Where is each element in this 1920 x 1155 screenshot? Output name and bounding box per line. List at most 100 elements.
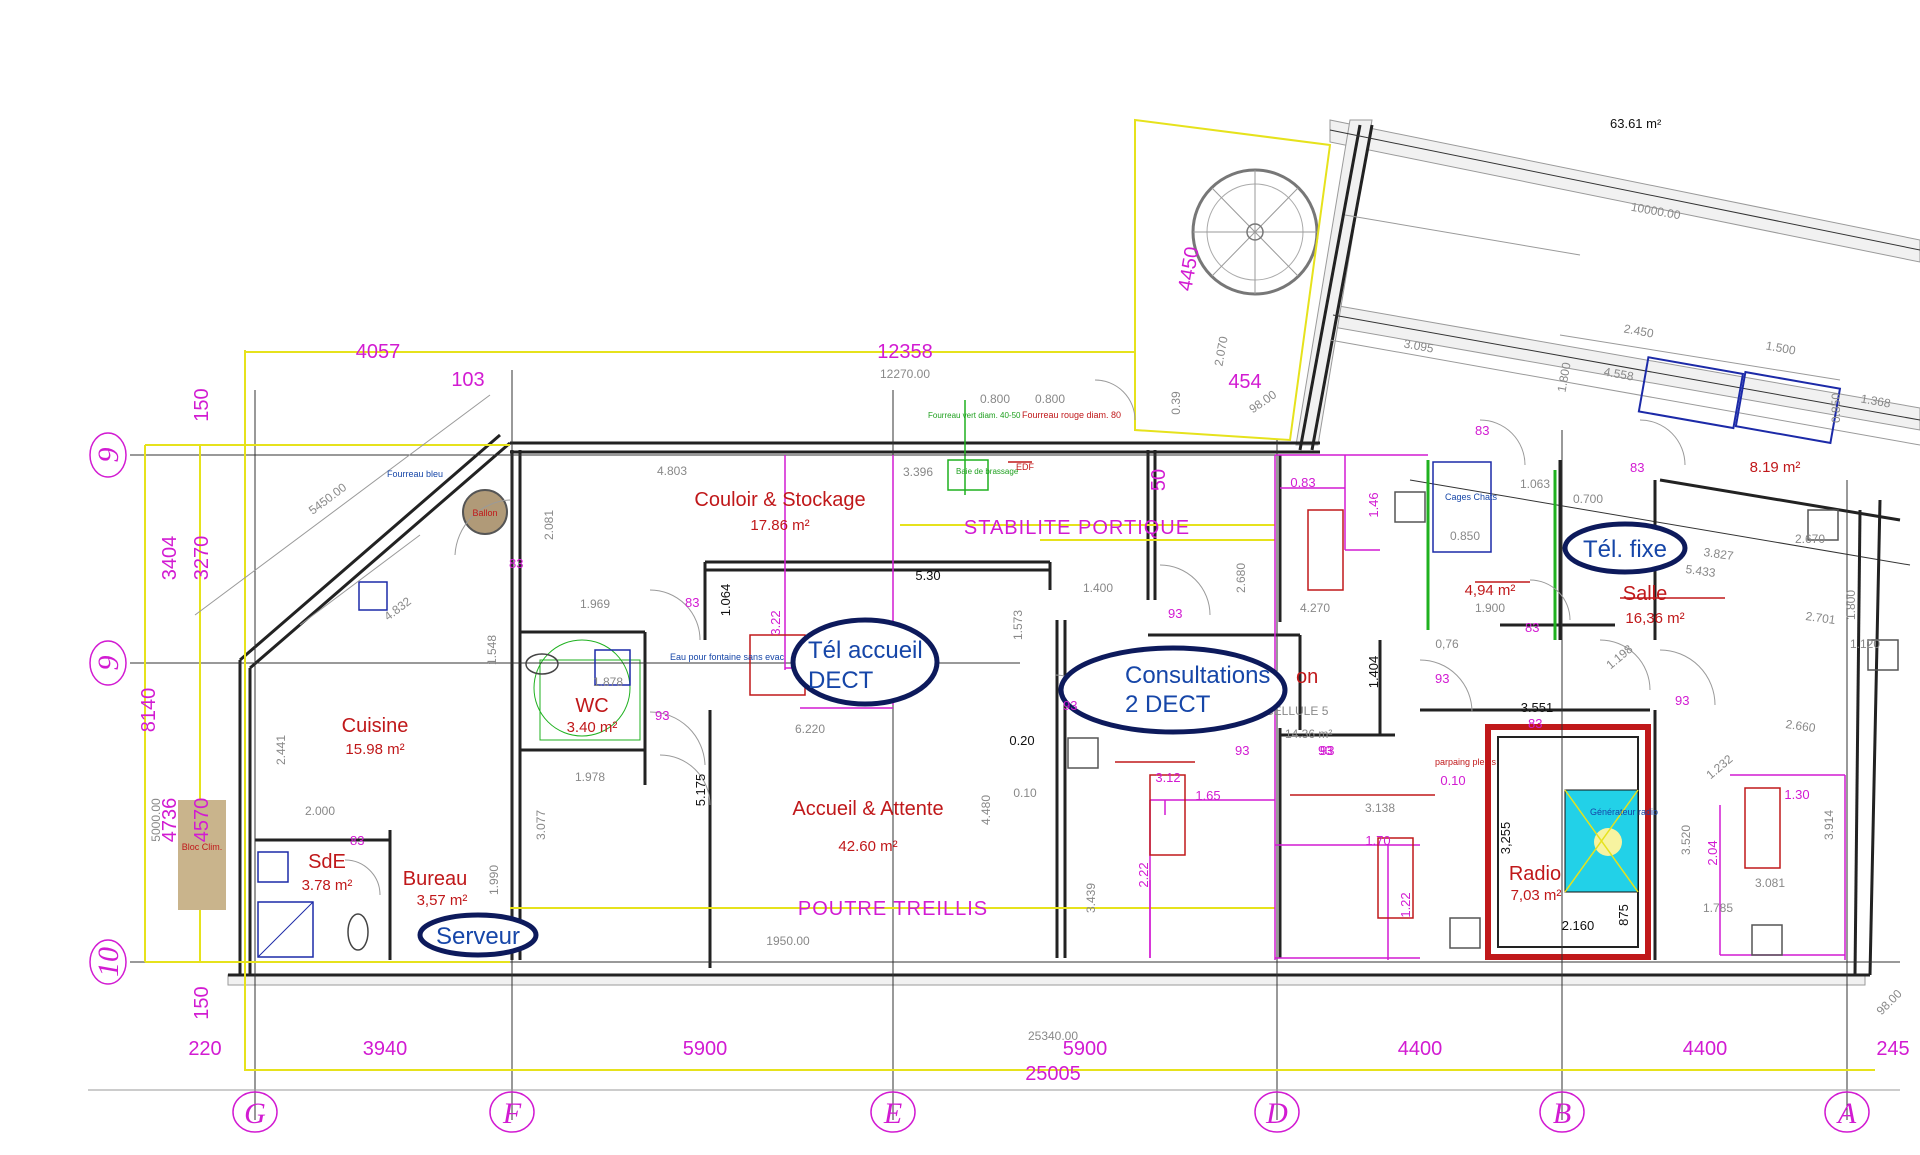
room-bureau-name: Bureau [403,868,468,890]
dim-1573: 1.573 [1011,610,1025,640]
door-tag: 93 [1320,743,1334,758]
door-tag: 93 [1063,698,1077,713]
dim-3551: 3.551 [1521,700,1554,715]
dim-5000: 5000.00 [149,798,163,842]
upper-wall-hatch [1329,119,1920,263]
door-tag: 93 [1318,743,1332,758]
mag-dim-170: 1.70 [1365,833,1390,848]
callout-consultations: Consultations 2 DECT [1058,645,1288,735]
dim-0850b: 0.850 [1829,393,1843,423]
room-wc-area: 3.40 m² [567,719,618,736]
dim-3081: 3.081 [1755,876,1785,890]
label-header-area: 63.61 m² [1610,116,1662,131]
dim-1950: 1950.00 [766,934,810,948]
label-generateur-radio: Générateur radio [1590,807,1658,817]
dim-1120: 1.120 [1850,637,1880,651]
dim-1878: 1.878 [593,675,623,689]
dim-076: 0,76 [1435,637,1459,651]
dim-5433: 5.433 [1685,562,1717,580]
room-couloir-area: 17.86 m² [750,517,809,534]
mag-dim-875: 875 [1616,904,1631,926]
dim-3396: 3.396 [903,465,933,479]
dim-25005: 25005 [1025,1063,1081,1085]
dim-4803: 4.803 [657,464,687,478]
mag-dim-130: 1.30 [1784,787,1809,802]
room-cages-name: Cages Chats [1445,492,1498,502]
dim-1064: 1.064 [718,584,733,617]
dim-2441: 2.441 [274,735,288,765]
callout-tel-accueil: Tél accueil DECT [790,617,940,707]
radio-room [1485,724,1651,960]
dim-2450: 2.450 [1623,322,1655,341]
dim-6220: 6.220 [795,722,825,736]
dim-454: 454 [1228,371,1261,393]
dim-245: 245 [1876,1038,1909,1060]
label-cellule-area: 14.36 m² [1285,727,1332,741]
axis-label-g: G [244,1097,266,1130]
axis-label-a: A [1836,1097,1857,1130]
spiral-staircase [1191,168,1319,296]
door-tag: 83 [685,595,699,610]
axis-label-e: E [883,1097,902,1130]
dim-3077: 3.077 [534,810,548,840]
dim-4736: 4736 [159,798,181,843]
dim-3520: 3.520 [1679,825,1693,855]
dim-3914: 3.914 [1822,810,1836,840]
dim-4400-a: 4400 [1398,1038,1443,1060]
dim-1548: 1.548 [485,635,499,665]
door-tag: 93 [1235,743,1249,758]
room-cuisine-area: 15.98 m² [345,741,404,758]
label-consultation-partial: on [1296,666,1318,688]
door-tag: 83 [509,556,523,571]
label-baie-brassage: Baie de brassage [956,467,1019,476]
dim-1969: 1.969 [580,597,610,611]
interior-walls [255,450,1657,968]
axis-label-9-top: 9 [92,448,125,463]
callout-tel-fixe-line1: Tél. fixe [1583,536,1667,563]
upper-right-wing [1295,119,1920,566]
dim-039: 0.39 [1169,391,1183,415]
dim-0800-b: 0.800 [1035,392,1065,406]
dim-1990: 1.990 [487,865,501,895]
dim-150-bottom: 150 [191,986,213,1019]
dim-150-top: 150 [191,388,213,421]
dim-4400-b: 4400 [1683,1038,1728,1060]
dim-2670: 2.670 [1795,532,1825,546]
dim-4480: 4.480 [979,795,993,825]
dim-12358: 12358 [877,341,933,363]
dim-3138: 3.138 [1365,801,1395,815]
door-tag: 93 [1168,606,1182,621]
dim-103: 103 [451,369,484,391]
dim-0850: 0.850 [1450,529,1480,543]
door-tag: 83 [1630,460,1644,475]
room-cuisine-name: Cuisine [342,715,409,737]
label-cellule: CELLULE 5 [1265,704,1329,718]
dim-1800b: 1.800 [1844,590,1858,620]
door-tag: 83 [1525,620,1539,635]
callout-serveur: Serveur [417,912,539,958]
label-ballon: Ballon [472,508,497,518]
door-tags: 83 83 83 93 93 93 93 93 93 93 83 83 83 8… [350,423,1689,848]
yellow-frame-top [1134,118,1332,442]
door-tag: 93 [655,708,669,723]
callout-tel-accueil-line2: DECT [808,667,874,694]
label-fourreau-vert: Fourreau vert diam. 40-50 [928,411,1021,420]
dim-3940: 3940 [363,1038,408,1060]
door-tag: 83 [1475,423,1489,438]
door-tag: 93 [1435,671,1449,686]
door-swings [344,379,1716,896]
dim-1232: 1.232 [1703,752,1735,782]
dim-1800: 1.800 [1555,361,1574,393]
room-unnamed-area: 8.19 m² [1750,459,1801,476]
axis-label-10: 10 [92,947,125,977]
dim-8140: 8140 [138,688,160,733]
door-tag: 93 [1675,693,1689,708]
mag-dim-222: 2.22 [1136,862,1151,887]
dim-1785: 1.785 [1703,901,1733,915]
door-tag: 83 [1528,716,1542,731]
room-accueil-name: Accueil & Attente [792,798,943,820]
dim-5450: 5450.00 [306,480,349,517]
label-parpaing: parpaing pleins [1435,757,1497,767]
building-walls [227,433,1882,986]
